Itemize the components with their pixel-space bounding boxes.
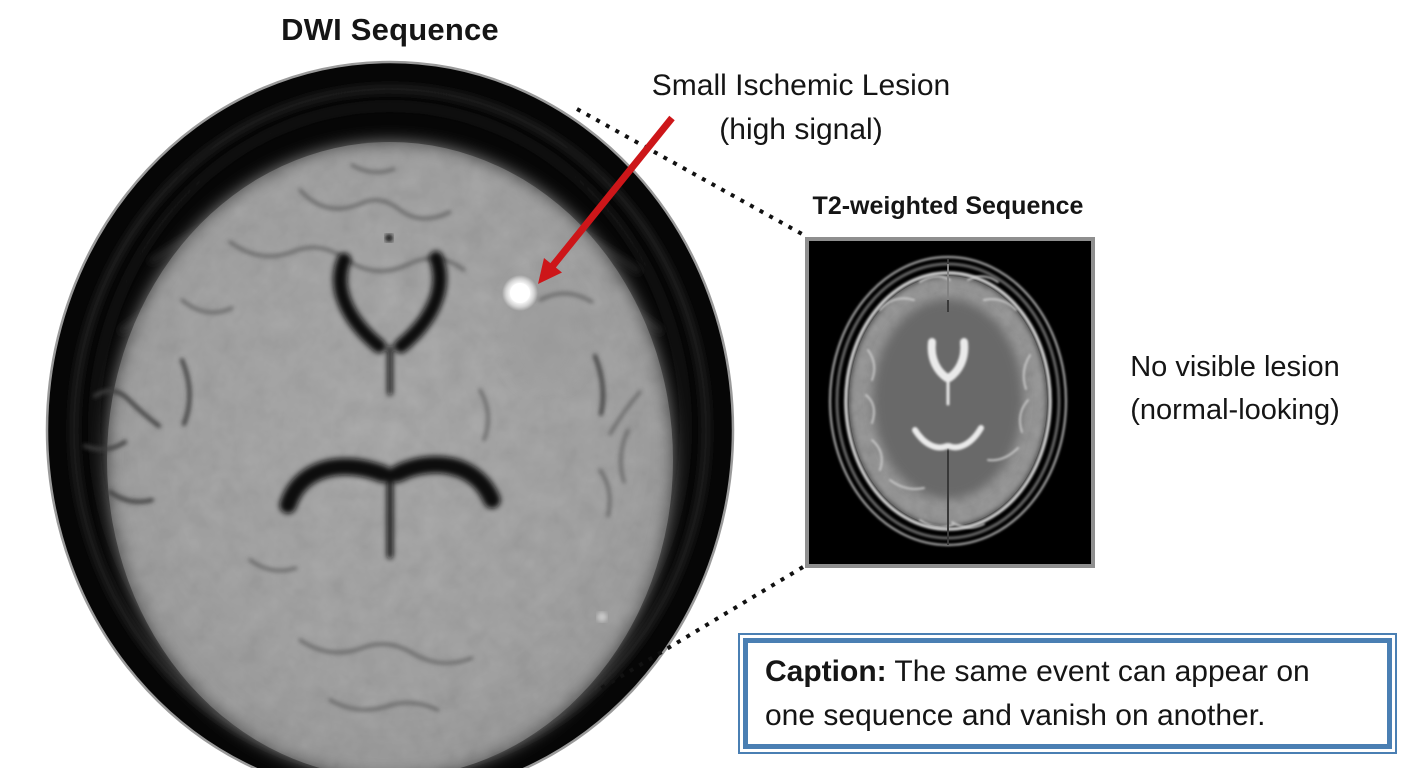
dwi-mri-image (40, 55, 740, 768)
t2-note-line1: No visible lesion (1130, 351, 1340, 383)
caption-line2: one sequence and vanish on another. (765, 698, 1266, 732)
small-bright-dot (597, 612, 607, 622)
t2-mri-image (805, 237, 1095, 568)
lesion-annotation-line2: (high signal) (719, 113, 883, 146)
t2-note-line2: (normal-looking) (1130, 394, 1340, 426)
caption-box: Caption: The same event can appear on on… (738, 633, 1397, 754)
dwi-sequence-title: DWI Sequence (281, 12, 499, 47)
caption-inner: Caption: The same event can appear on on… (743, 638, 1392, 749)
caption-text-1: The same event can appear on (886, 654, 1310, 688)
caption-label: Caption: (765, 654, 887, 688)
lesion-annotation-text: Small Ischemic Lesion (high signal) (618, 64, 984, 152)
t2-sequence-title: T2-weighted Sequence (812, 192, 1084, 220)
caption-line1: Caption: The same event can appear on (765, 650, 1381, 694)
lesion-annotation-line1: Small Ischemic Lesion (651, 69, 951, 102)
t2-note-text: No visible lesion (normal-looking) (1098, 346, 1372, 432)
